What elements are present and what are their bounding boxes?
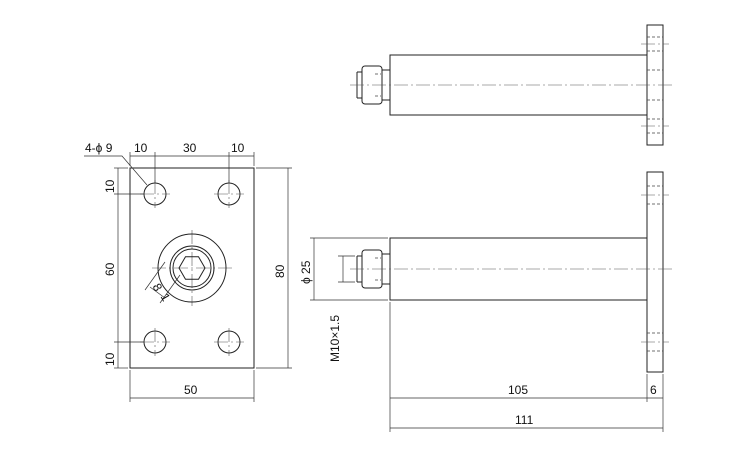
hex-size-label-2: 1 [158, 291, 174, 304]
dia-dimension-lines [310, 237, 388, 301]
dim-top-mid: 30 [183, 141, 197, 155]
side-view: ϕ 25 M10×1.5 105 6 111 [299, 171, 672, 432]
dim-left-bottom: 10 [103, 352, 117, 366]
dim-thread: M10×1.5 [328, 315, 342, 362]
hole-leader [84, 155, 148, 186]
dim-left-mid: 60 [103, 262, 117, 276]
hole-centerlines [140, 180, 244, 356]
right-dimension-lines [256, 167, 292, 369]
dim-right-height: 80 [273, 264, 287, 278]
top-plate-hidden-holes [647, 36, 663, 134]
hex-socket [178, 256, 206, 280]
bolt-inner-circle [172, 248, 212, 288]
side-plate-hidden-holes [647, 185, 663, 352]
bolt-outer-circle [157, 233, 227, 303]
top-view [350, 24, 672, 146]
dim-total-length: 111 [515, 413, 534, 427]
front-view: 8 1 10 30 10 4-ϕ 9 10 60 10 [84, 141, 292, 402]
length-dimension-lines [389, 302, 664, 432]
dim-diameter: ϕ 25 [299, 260, 313, 284]
bottom-dimension-lines [129, 370, 255, 402]
bolt-head-circle [169, 245, 215, 291]
thread-dimension-lines [338, 255, 355, 283]
left-dimension-lines [114, 167, 144, 369]
dim-body-length: 105 [508, 383, 528, 397]
holes-label: 4-ϕ 9 [85, 141, 113, 155]
dim-plate-thickness: 6 [650, 383, 657, 397]
top-dimension-lines [129, 152, 255, 183]
dim-top-right: 10 [231, 141, 245, 155]
dim-bottom-width: 50 [184, 383, 198, 397]
dim-left-top: 10 [103, 179, 117, 193]
hex-size-label: 8 [150, 281, 166, 294]
dim-top-left: 10 [134, 141, 148, 155]
front-plate [129, 167, 255, 369]
